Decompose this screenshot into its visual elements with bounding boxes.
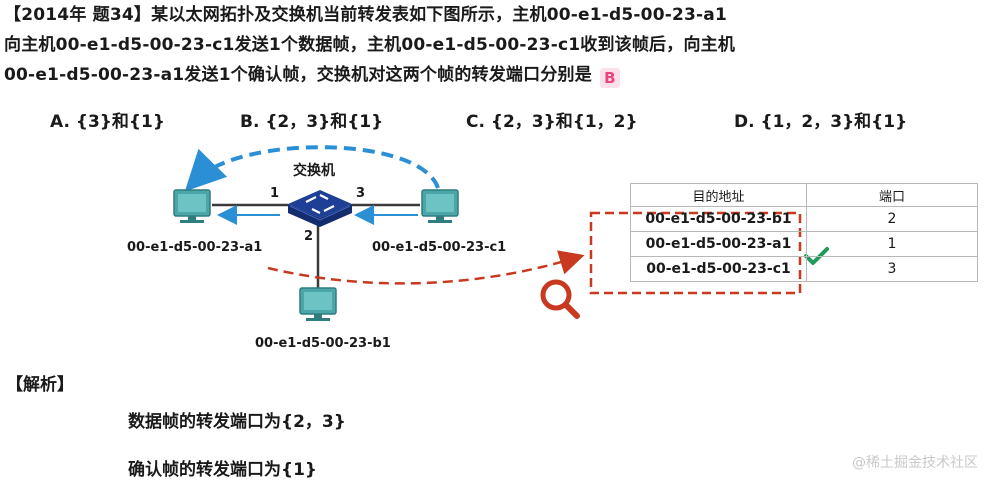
host-right-address: 00-e1-d5-00-23-c1	[372, 240, 507, 255]
host-left-icon	[173, 189, 211, 223]
analysis-title: 【解析】	[6, 375, 74, 395]
host-bottom-icon	[299, 287, 337, 321]
watermark: @稀土掘金技术社区	[852, 455, 978, 471]
port-1-label: 1	[270, 186, 280, 201]
option-d: D. {1，2，3}和{1}	[734, 112, 908, 132]
host-right-icon	[421, 189, 459, 223]
row-port: 1	[806, 231, 978, 257]
table-row: 00-e1-d5-00-23-b1 2	[630, 206, 978, 232]
analysis-line-2: 确认帧的转发端口为{1}	[128, 460, 318, 480]
switch-icon	[288, 190, 352, 227]
lookup-arrow	[267, 250, 585, 285]
header-destination: 目的地址	[630, 183, 807, 207]
question-line-2: 向主机00-e1-d5-00-23-c1发送1个数据帧，主机00-e1-d5-0…	[4, 35, 736, 55]
port-2-label: 2	[304, 229, 314, 244]
ack-arc-arrow	[184, 145, 440, 192]
row-address: 00-e1-d5-00-23-c1	[630, 256, 807, 282]
switch-label: 交换机	[293, 163, 335, 179]
question-line-3-text: 00-e1-d5-00-23-a1发送1个确认帧，交换机对这两个帧的转发端口分别…	[4, 65, 592, 85]
analysis-line-1: 数据帧的转发端口为{2，3}	[128, 412, 346, 432]
header-port: 端口	[806, 183, 978, 207]
magnifier-icon	[540, 279, 580, 319]
row-port: 3	[806, 256, 978, 282]
option-b: B. {2，3}和{1}	[240, 112, 384, 132]
option-a: A. {3}和{1}	[50, 112, 165, 132]
table-row: 00-e1-d5-00-23-a1 1	[630, 231, 978, 257]
host-left-address: 00-e1-d5-00-23-a1	[127, 240, 263, 255]
question-line-3: 00-e1-d5-00-23-a1发送1个确认帧，交换机对这两个帧的转发端口分别…	[4, 63, 620, 88]
table-header-row: 目的地址 端口	[630, 183, 978, 207]
answer-badge: B	[599, 68, 620, 88]
host-bottom-address: 00-e1-d5-00-23-b1	[255, 336, 391, 351]
table-row: 00-e1-d5-00-23-c1 3	[630, 256, 978, 282]
forwarding-table: 目的地址 端口 00-e1-d5-00-23-b1 2 00-e1-d5-00-…	[630, 183, 978, 282]
row-address: 00-e1-d5-00-23-b1	[630, 206, 807, 232]
port-3-label: 3	[356, 186, 366, 201]
row-port: 2	[806, 206, 978, 232]
option-c: C. {2，3}和{1，2}	[466, 112, 638, 132]
row-address: 00-e1-d5-00-23-a1	[630, 231, 807, 257]
question-line-1: 【2014年 题34】某以太网拓扑及交换机当前转发表如下图所示，主机00-e1-…	[4, 5, 727, 25]
